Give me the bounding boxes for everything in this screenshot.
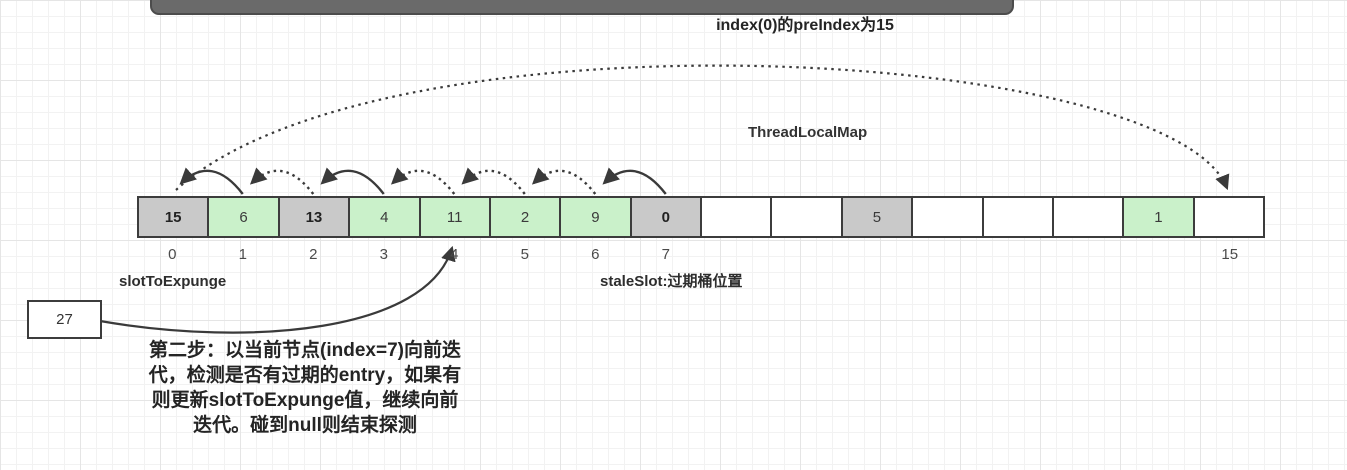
array-cell: 15 <box>137 196 210 238</box>
cell-value: 9 <box>591 208 600 226</box>
cell-value: 6 <box>239 208 248 226</box>
index-row: 0 1 2 3 4 5 6 7 15 <box>137 246 1265 266</box>
array-cell <box>770 196 843 238</box>
cell-value: 1 <box>1154 208 1163 226</box>
stale-slot-label: staleSlot:过期桶位置 <box>600 273 743 290</box>
array-cell: 2 <box>488 196 562 238</box>
array-cell <box>911 196 984 238</box>
array-cell: 13 <box>277 196 351 238</box>
index-label: 7 <box>661 246 670 263</box>
array-cell: 4 <box>348 196 421 238</box>
index-label: 3 <box>379 246 388 263</box>
array-cell: 9 <box>559 196 632 238</box>
hop-arc-5-to-4 <box>461 167 526 195</box>
array-cell: 0 <box>629 196 702 238</box>
hop-arc-4-to-3 <box>390 167 456 195</box>
index-label: 5 <box>520 246 529 263</box>
index-label: 0 <box>168 246 177 263</box>
hop-arc-2-to-1 <box>249 167 315 195</box>
array-cell: 5 <box>840 196 914 238</box>
cell-value: 13 <box>305 208 323 226</box>
hop-arc-7-to-6 <box>602 167 667 195</box>
index-label: 2 <box>309 246 318 263</box>
cell-value: 4 <box>380 208 389 226</box>
pointer-box: 27 <box>27 300 102 339</box>
title-bar <box>150 0 1014 15</box>
cell-value: 0 <box>661 208 670 226</box>
pre-index-note: index(0)的preIndex为15 <box>716 17 894 34</box>
array-cell <box>1192 196 1265 238</box>
step-note-line: 则更新slotToExpunge值，继续向前 <box>151 390 459 411</box>
step-note-line: 代，检测是否有过期的entry，如果有 <box>148 365 462 386</box>
index-label: 6 <box>591 246 600 263</box>
threadlocalmap-label: ThreadLocalMap <box>748 124 868 141</box>
hop-arc-3-to-2 <box>320 167 385 195</box>
pointer-box-value: 27 <box>56 311 73 328</box>
array-cell <box>981 196 1054 238</box>
index-label: 1 <box>238 246 247 263</box>
wrap-arc-0-to-15 <box>175 64 1230 191</box>
index-label: 15 <box>1221 246 1239 263</box>
cell-value: 11 <box>446 208 463 226</box>
array-cell: 11 <box>418 196 491 238</box>
bucket-array: 15 6 13 4 11 2 9 0 5 1 <box>137 196 1265 238</box>
slot-to-expunge-label: slotToExpunge <box>119 273 227 290</box>
cell-value: 15 <box>164 208 182 226</box>
array-cell: 1 <box>1122 196 1195 238</box>
hop-arc-1-to-0 <box>179 167 244 195</box>
cell-value: 2 <box>520 208 530 226</box>
array-cell <box>700 196 773 238</box>
array-cell <box>1051 196 1125 238</box>
index-label: 4 <box>450 246 459 263</box>
hop-arc-6-to-5 <box>531 167 597 195</box>
step-note: 第二步：以当前节点(index=7)向前迭 代，检测是否有过期的entry，如果… <box>124 338 486 438</box>
cell-value: 5 <box>872 208 882 226</box>
array-cell: 6 <box>207 196 280 238</box>
step-note-line: 迭代。碰到null则结束探测 <box>193 415 417 436</box>
step-note-line: 第二步：以当前节点(index=7)向前迭 <box>149 340 461 361</box>
